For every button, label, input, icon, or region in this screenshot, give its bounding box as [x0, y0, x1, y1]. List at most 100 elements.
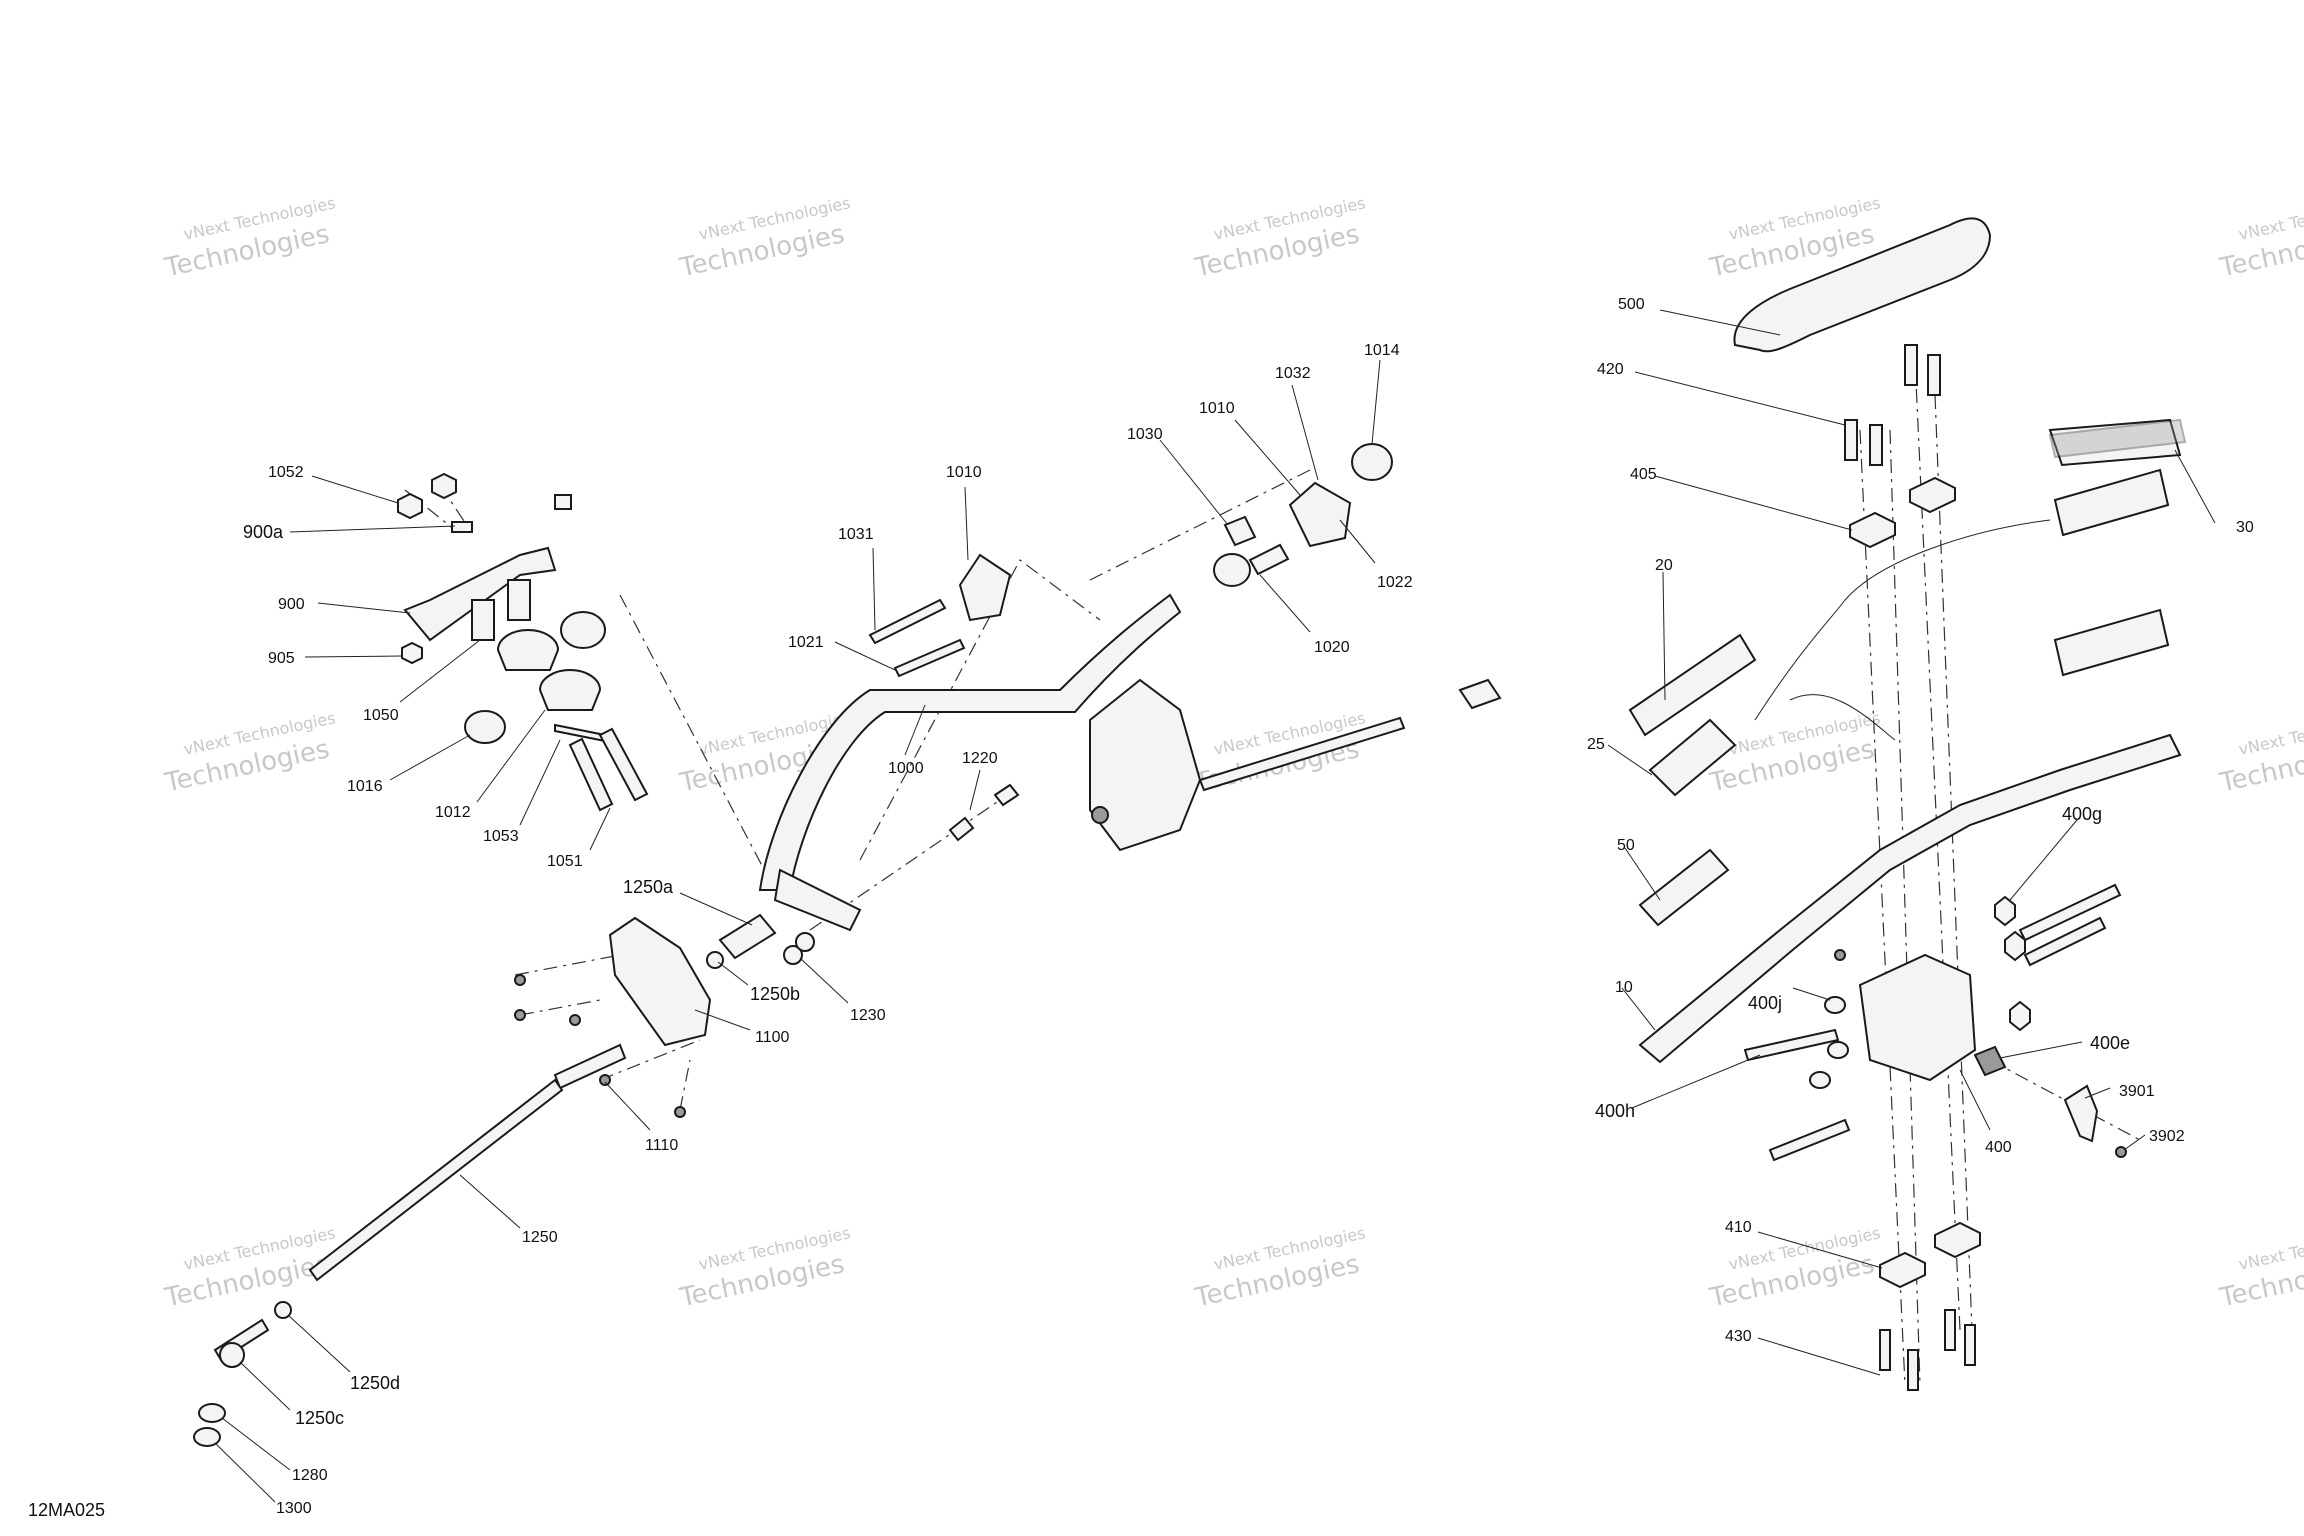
pin-1030	[1223, 515, 1257, 547]
lever-3901	[2063, 1084, 2099, 1143]
grip-25	[1648, 718, 1737, 797]
nut-400g	[2009, 1000, 2031, 1032]
leader-430	[1757, 1337, 1881, 1376]
screw-1110	[569, 1014, 581, 1026]
callout-430: 430	[1725, 1328, 1752, 1345]
leader-400	[1959, 1069, 1991, 1131]
bolt-420	[1844, 419, 1858, 461]
leader-1100	[694, 1009, 751, 1031]
washer-1280	[198, 1403, 226, 1423]
callout-25: 25	[1587, 736, 1605, 753]
screw-1110	[674, 1106, 686, 1118]
watermark: vNext Technologies Technologies	[2216, 1223, 2304, 1313]
leader-1250b	[717, 961, 749, 986]
bushing-1016	[464, 710, 506, 744]
grip-30-rubber	[2048, 418, 2187, 459]
clamp-1012	[538, 669, 602, 711]
handlebar-10	[1638, 733, 2182, 1064]
leader-1030	[1159, 439, 1229, 526]
bolt-400h	[1768, 1118, 1851, 1162]
watermark: vNext Technologies Technologies	[1706, 1223, 1882, 1313]
assembly-line	[1089, 469, 1311, 581]
leader-1250d	[287, 1314, 351, 1373]
wire	[1789, 694, 1896, 741]
bolt-420	[1869, 424, 1883, 466]
callout-1010b: 1010	[1199, 400, 1235, 417]
callout-1053: 1053	[483, 828, 519, 845]
leader-1110	[604, 1081, 651, 1131]
callout-1100: 1100	[755, 1029, 790, 1046]
callout-410: 410	[1725, 1219, 1752, 1236]
riser-400	[1858, 953, 1977, 1082]
nut-400j	[1824, 996, 1846, 1014]
callout-1014: 1014	[1364, 342, 1400, 359]
leader-1031	[872, 547, 876, 631]
grip-20	[1628, 633, 1757, 737]
bolt-400h	[1743, 1028, 1840, 1062]
washer-1230	[795, 932, 815, 952]
bolt-430	[1964, 1324, 1976, 1366]
leader-1014	[1371, 359, 1381, 445]
spring-400e	[1973, 1045, 2007, 1077]
leader-1012	[476, 709, 546, 803]
leader-500	[1659, 309, 1781, 336]
leader-1300	[214, 1442, 276, 1503]
screw-400j	[1834, 949, 1846, 961]
leader-400e	[1999, 1041, 2083, 1059]
callout-1220: 1220	[962, 750, 998, 767]
diagram-reference: 12MA025	[28, 1500, 105, 1520]
bolt-420	[1904, 344, 1918, 386]
housing-1100	[608, 916, 712, 1047]
nut-1300	[193, 1427, 221, 1447]
callout-1031: 1031	[838, 526, 874, 543]
leader-1053	[519, 739, 561, 826]
callout-labels: 1052 900a 900 905 1050 1016 1012 1053 10…	[243, 296, 2254, 1517]
screw-1110	[514, 974, 526, 986]
bolt	[554, 494, 572, 510]
callout-1020: 1020	[1314, 639, 1350, 656]
leader-1032	[1291, 384, 1319, 481]
callout-1022: 1022	[1377, 574, 1413, 591]
leader-1016	[389, 734, 471, 781]
callout-1230: 1230	[850, 1007, 886, 1024]
callout-3902: 3902	[2149, 1128, 2185, 1145]
leader-1021	[834, 641, 896, 671]
callout-1016: 1016	[347, 778, 383, 795]
sleeve-1020	[1248, 543, 1290, 576]
leader-1280	[221, 1417, 291, 1471]
clamp-1010	[958, 553, 1012, 622]
bolt-900a	[451, 521, 473, 533]
tie-rod-center	[1198, 716, 1406, 792]
watermark: vNext Technologies Technologies	[1191, 1223, 1367, 1313]
callout-1021: 1021	[788, 634, 824, 651]
rod-end-1250a	[718, 913, 777, 960]
callout-1030: 1030	[1127, 426, 1163, 443]
leader-50	[1624, 847, 1661, 901]
tie-rod-end	[1458, 678, 1502, 710]
bushing-1016	[560, 611, 606, 649]
watermark-line1: vNext Technologies	[2237, 193, 2304, 244]
leader-20	[1662, 571, 1666, 701]
screw-1110	[514, 1009, 526, 1021]
cover-housing-center	[1089, 678, 1202, 852]
bolt-430	[1879, 1329, 1891, 1371]
leader-405	[1654, 475, 1853, 531]
callout-400h: 400h	[1595, 1101, 1635, 1121]
handlebar-assembly	[1628, 217, 2187, 1391]
clamp-1012	[496, 629, 560, 671]
leader-900a	[289, 525, 456, 533]
callout-1010a: 1010	[946, 464, 982, 481]
assembly-line	[599, 1039, 701, 1081]
watermark: vNext Technologies Technologies	[676, 193, 852, 283]
bolt-420	[1927, 354, 1941, 396]
callout-3901: 3901	[2119, 1083, 2155, 1100]
bolt-1021	[893, 638, 966, 678]
assembly-line	[1914, 359, 1961, 1331]
bracket-900	[403, 546, 557, 642]
leader-25	[1607, 744, 1653, 776]
callout-1051: 1051	[547, 853, 583, 870]
nut	[1809, 1071, 1831, 1089]
callout-420: 420	[1597, 361, 1624, 378]
watermark-line1: vNext Technologies	[2237, 1223, 2304, 1274]
leader-1220	[969, 769, 981, 811]
